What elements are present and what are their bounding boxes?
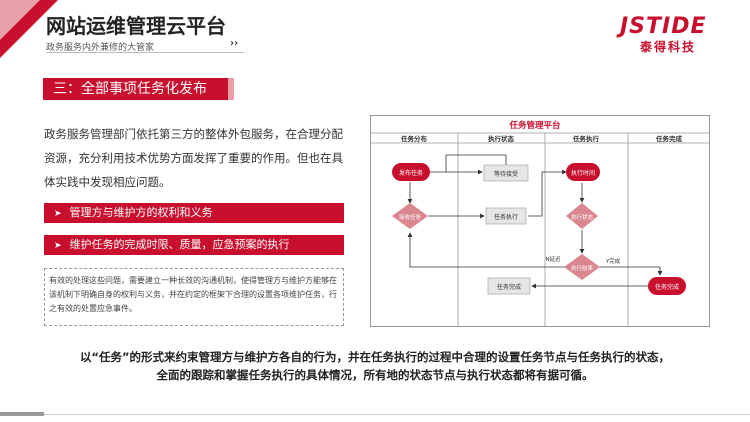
node-label: 任务完成: [497, 283, 521, 291]
corner-decoration-light: [0, 0, 40, 40]
chevron-right-icon: ››: [230, 38, 239, 49]
node-task-done: [648, 277, 686, 295]
node-label: 等待接受: [494, 170, 518, 178]
flow-arrow: [598, 266, 663, 276]
branch-label-yes: Y完成: [605, 257, 621, 265]
bullet-rights: ➤ 管理方与维护方的权利和义务: [44, 203, 344, 223]
bullet-label: 维护任务的完成时限、质量，应急预案的执行: [69, 238, 290, 251]
node-label: 执行状态: [571, 213, 594, 221]
section-heading-accent: [228, 78, 234, 100]
node-label: 任务完成: [655, 283, 679, 291]
node-task-archive: [487, 277, 531, 295]
column-header: 执行状态: [488, 134, 515, 143]
section-heading: 三：全部事项任务化发布: [43, 78, 228, 100]
bullet-label: 管理方与维护方的权利和义务: [69, 206, 213, 219]
summary-line: 以“任务”的形式来约束管理方与维护方各自的行为，并在任务执行的过程中合理的设置任…: [79, 350, 671, 364]
triangle-right-icon: ➤: [54, 209, 62, 219]
column-header: 任务执行: [572, 134, 600, 143]
triangle-right-icon: ➤: [54, 241, 62, 251]
node-task-executing: [485, 207, 527, 225]
node-label: 执行结果: [571, 264, 594, 272]
bullet-deadline: ➤ 维护任务的完成时限、质量，应急预案的执行: [44, 235, 344, 255]
node-label: 发布任务: [399, 169, 423, 177]
node-exec-status: [566, 203, 598, 229]
page-title: 网站运维管理云平台: [46, 14, 226, 38]
node-exec-result: [564, 254, 600, 280]
flow-arrow: [528, 169, 567, 217]
flow-arrow: [445, 154, 507, 172]
page-subtitle: 政务服务内外兼修的大管家: [46, 43, 155, 53]
node-publish-task: [392, 163, 430, 181]
column-header: 任务完成: [655, 134, 683, 143]
intro-paragraph: 政务服务管理部门依托第三方的整体外包服务，在合理分配资源，充分利用技术优势方面发…: [44, 127, 343, 189]
task-flow-diagram: 任务管理平台 任务分布 执行状态 任务执行 任务完成 发布任务 等待接受 接收任…: [370, 115, 710, 327]
note-box: 有效的处理这些问题，需要建立一种长效的沟通机制，使得管理方与维护方能够在该机制下…: [44, 268, 344, 326]
branch-label-no: N延迟: [545, 255, 561, 263]
node-label: 任务执行: [494, 213, 518, 221]
node-label: 执行时间: [571, 169, 595, 177]
node-accept-task: [392, 203, 428, 229]
subtitle-underline: [46, 52, 244, 53]
footer-divider: [0, 414, 750, 415]
column-header: 任务分布: [400, 134, 428, 143]
node-label: 接收任务: [399, 213, 422, 221]
footer-accent: [0, 412, 44, 416]
flow-arrow: [407, 232, 566, 268]
company-name: 泰得科技: [640, 40, 697, 54]
node-wait-accept: [483, 164, 529, 182]
diagram-title: 任务管理平台: [508, 120, 561, 131]
summary-text: 以“任务”的形式来约束管理方与维护方各自的行为，并在任务执行的过程中合理的设置任…: [40, 348, 710, 384]
node-exec-time: [566, 163, 600, 181]
summary-line: 全面的跟踪和掌握任务执行的具体情况，所有地的状态节点与执行状态都将有据可循。: [156, 368, 594, 382]
company-logo: JSTIDE: [620, 14, 707, 39]
